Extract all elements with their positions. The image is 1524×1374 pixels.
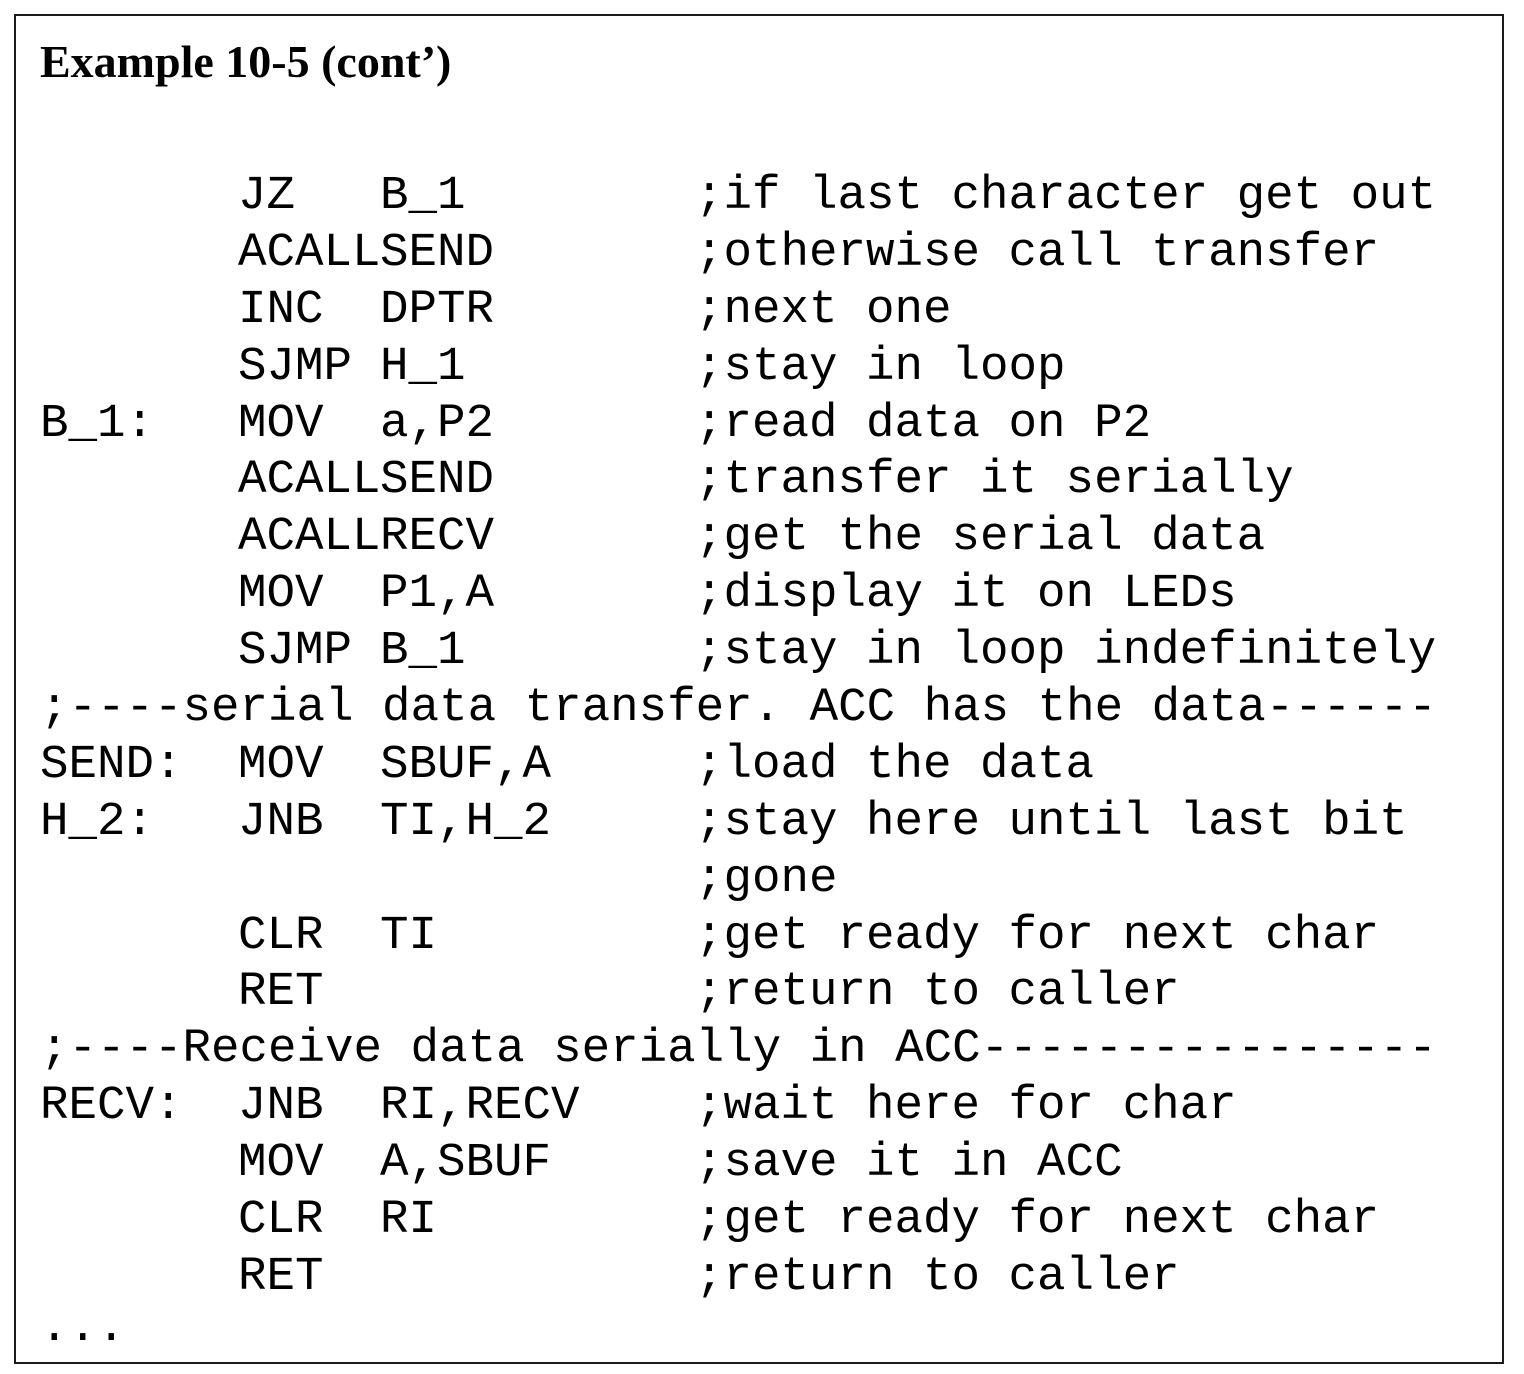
code-operand: H_1 (380, 339, 466, 394)
section-comment: ;----Receive data serially in ACC-------… (40, 1022, 1437, 1077)
code-mnemonic: ACALL (238, 453, 381, 508)
code-comment: ;read data on P2 (695, 396, 1152, 451)
code-operand: B_1 (380, 169, 466, 223)
code-comment: ;save it in ACC (695, 1136, 1123, 1191)
code-mnemonic: INC (238, 282, 324, 337)
code-comment: ;return to caller (695, 1249, 1180, 1304)
section-comment: ;----serial data transfer. ACC has the d… (40, 681, 1437, 736)
code-mnemonic: MOV (238, 737, 324, 792)
code-mnemonic: MOV (238, 396, 324, 451)
code-mnemonic: JNB (238, 794, 324, 849)
example-title: Example 10-5 (cont’) (40, 36, 452, 87)
code-mnemonic: MOV (238, 1136, 324, 1191)
code-comment: ;get ready for next char (695, 908, 1380, 963)
code-comment: ;transfer it serially (695, 453, 1294, 508)
continuation-ellipsis: ... (40, 1301, 126, 1355)
code-mnemonic: CLR (238, 908, 324, 963)
code-mnemonic: CLR (238, 1193, 324, 1248)
code-comment: ;get the serial data (695, 510, 1266, 565)
code-comment: ;return to caller (695, 965, 1180, 1020)
code-operand: A,SBUF (380, 1136, 552, 1191)
code-mnemonic: MOV (238, 567, 324, 622)
code-operand: a,P2 (380, 396, 495, 451)
code-operand: RECV (380, 510, 495, 565)
code-label: SEND: (40, 737, 183, 792)
code-comment: ;stay in loop indefinitely (695, 624, 1437, 679)
code-comment: ;gone (695, 851, 838, 906)
example-box: Example 10-5 (cont’) JZ B_1 ;if last chara… (14, 14, 1504, 1364)
code-operand: DPTR (380, 282, 495, 337)
code-operand: TI (380, 908, 438, 963)
code-operand: P1,A (380, 567, 495, 622)
code-mnemonic: ACALL (238, 225, 381, 280)
code-mnemonic: JNB (238, 1079, 324, 1134)
code-mnemonic: JZ (238, 169, 296, 223)
code-comment: ;stay in loop (695, 339, 1066, 394)
code-comment: ;display it on LEDs (695, 567, 1237, 622)
code-mnemonic: SJMP (238, 339, 353, 394)
code-label: RECV: (40, 1079, 183, 1134)
code-label: H_2: (40, 794, 155, 849)
code-comment: ;if last character get out (695, 169, 1437, 223)
code-operand: TI,H_2 (380, 794, 552, 849)
code-operand: RI,RECV (380, 1079, 580, 1134)
code-comment: ;load the data (695, 737, 1095, 792)
code-comment: ;wait here for char (695, 1079, 1237, 1134)
code-comment: ;stay here until last bit (695, 794, 1408, 849)
code-comment: ;get ready for next char (695, 1193, 1380, 1248)
code-operand: SEND (380, 453, 495, 508)
code-operand: SEND (380, 225, 495, 280)
code-comment: ;next one (695, 282, 952, 337)
code-mnemonic: ACALL (238, 510, 381, 565)
code-comment: ;otherwise call transfer (695, 225, 1380, 280)
code-operand: RI (380, 1193, 438, 1248)
code-label: B_1: (40, 396, 155, 451)
code-mnemonic: RET (238, 965, 324, 1020)
code-operand: SBUF,A (380, 737, 552, 792)
code-mnemonic: RET (238, 1249, 324, 1304)
code-operand: B_1 (380, 624, 466, 679)
code-mnemonic: SJMP (238, 624, 353, 679)
